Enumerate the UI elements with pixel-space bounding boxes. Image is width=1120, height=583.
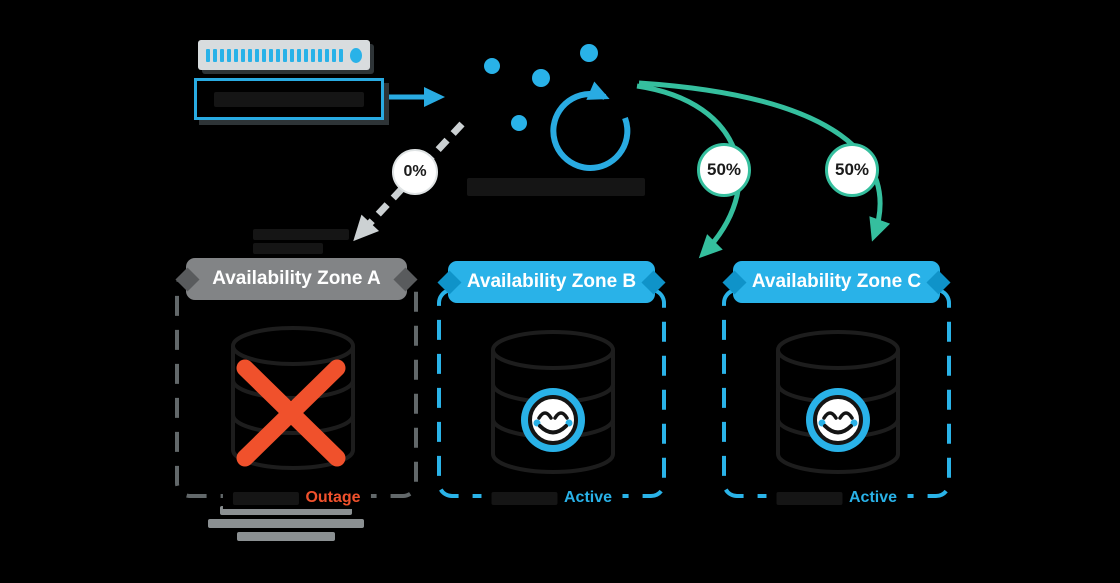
zone-label: Availability Zone A: [212, 268, 381, 289]
status-label-redacted: [775, 491, 842, 505]
server-led: [206, 48, 210, 62]
server-label-box: [194, 78, 384, 120]
zone-c-pill: Availability Zone C: [733, 261, 940, 303]
traffic-badge-zone-c: 50%: [825, 143, 879, 197]
availability-zone-b: Availability Zone B Active: [437, 261, 666, 509]
traffic-percent: 0%: [403, 163, 427, 180]
request-dots-icon: [484, 44, 598, 131]
load-balancer-label-redacted: [467, 178, 645, 196]
database-icon: [776, 330, 900, 474]
status-value: Active: [848, 489, 898, 506]
zone-c-status-row: Active: [765, 487, 908, 509]
availability-zone-c: Availability Zone C Active: [722, 261, 951, 509]
zone-a-pill: Availability Zone A: [186, 258, 407, 300]
zone-a-heading-redacted: [253, 229, 349, 254]
outage-x-icon: [236, 359, 346, 467]
database-icon: [231, 326, 355, 470]
zone-a-caption-redacted: [205, 506, 367, 541]
server-label-redacted: [214, 91, 364, 107]
zone-label: Availability Zone B: [466, 271, 637, 292]
status-label-redacted: [232, 491, 299, 505]
zone-b-pill: Availability Zone B: [448, 261, 655, 303]
healthy-smiley-icon: [521, 388, 585, 452]
traffic-badge-zone-b: 50%: [697, 143, 751, 197]
traffic-percent: 50%: [834, 160, 870, 179]
availability-zone-a: Availability Zone A Outage: [175, 258, 418, 509]
zone-a-status-row: Outage: [222, 487, 371, 509]
status-value: Active: [563, 489, 613, 506]
healthy-smiley-icon: [806, 388, 870, 452]
traffic-percent: 50%: [706, 160, 742, 179]
zone-label: Availability Zone C: [751, 271, 922, 292]
status-label-redacted: [490, 491, 557, 505]
load-balancer-refresh-icon: [550, 81, 631, 171]
status-value: Outage: [305, 489, 361, 506]
zone-b-status-row: Active: [480, 487, 623, 509]
web-server-icon: [198, 40, 370, 70]
database-icon: [491, 330, 615, 474]
server-power-dot-icon: [350, 47, 362, 63]
traffic-badge-zone-a: 0%: [392, 149, 438, 195]
